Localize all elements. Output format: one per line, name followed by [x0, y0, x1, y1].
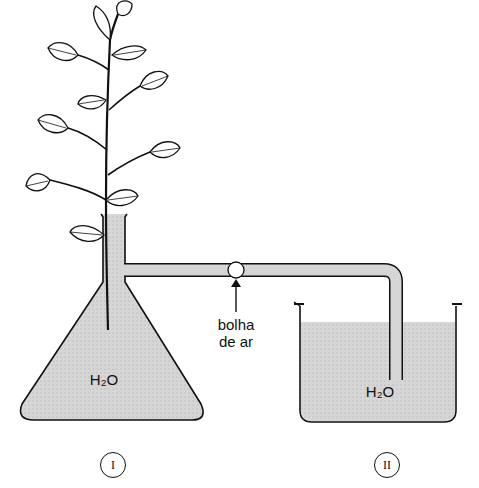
bubble-label: bolha de ar: [210, 316, 262, 351]
beaker-rim: [294, 303, 462, 305]
pointer-arrow: [231, 279, 241, 287]
flask: [21, 214, 204, 420]
water-label: H₂O: [366, 383, 394, 400]
water-label: H₂O: [90, 371, 118, 388]
beaker-water: [301, 322, 455, 421]
plant: [26, 1, 180, 330]
tube-outline: [124, 270, 396, 380]
numeral-circle: I: [100, 452, 126, 478]
air-bubble: [228, 262, 244, 278]
tube-water: [120, 270, 396, 381]
numeral-circle: II: [374, 452, 400, 478]
beaker: [300, 306, 456, 422]
figure-numeral: I: [111, 458, 115, 473]
figure-numeral: II: [383, 458, 391, 473]
